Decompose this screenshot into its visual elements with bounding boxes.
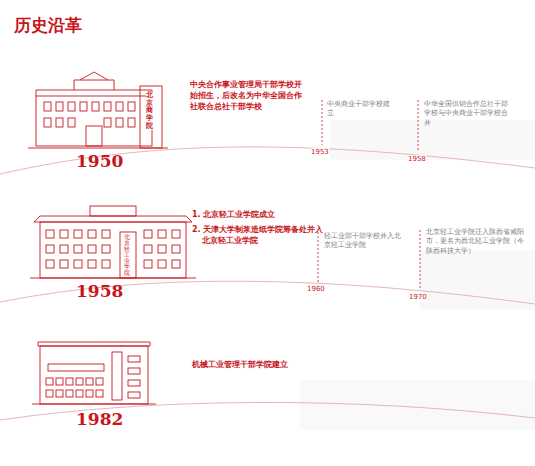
- window: [46, 378, 53, 385]
- window: [88, 245, 96, 253]
- window: [56, 390, 63, 397]
- window: [74, 245, 82, 253]
- window: [144, 260, 152, 268]
- marker-dash: [318, 100, 420, 290]
- window: [128, 356, 140, 362]
- window: [92, 102, 99, 111]
- event-description: 1. 北京轻工业学院成立: [192, 210, 275, 221]
- window: [172, 260, 180, 268]
- marker-year: 1953: [311, 148, 329, 157]
- window: [128, 380, 140, 386]
- window: [68, 102, 75, 111]
- window: [128, 392, 140, 398]
- window: [80, 102, 87, 111]
- event-note: 轻工业部干部学校并入北京轻工业学院: [324, 232, 404, 251]
- timeline-curve: [0, 147, 535, 420]
- window: [44, 102, 51, 111]
- event-note: 北京轻工业学院迁入陕西省咸阳市，更名为西北轻工业学院（今陕西科技大学）: [426, 228, 526, 256]
- window: [104, 118, 111, 127]
- page-title: 历史沿革: [14, 14, 82, 37]
- event-description: 机械工业管理干部学院建立: [192, 360, 288, 371]
- year-label: 1950: [76, 150, 123, 173]
- window: [76, 390, 83, 397]
- event-description: 中央合作事业管理局干部学校开始招生，后改名为中华全国合作社联合总社干部学校: [190, 80, 306, 112]
- window: [144, 245, 152, 253]
- window: [44, 118, 51, 127]
- window: [96, 378, 103, 385]
- window: [86, 378, 93, 385]
- window: [60, 260, 68, 268]
- marker-year: 1958: [408, 155, 426, 164]
- window: [158, 230, 166, 238]
- marker-year: 1970: [409, 293, 427, 302]
- window: [128, 118, 135, 127]
- building-1982: [32, 342, 156, 404]
- window: [74, 230, 82, 238]
- event-note: 中华全国供销合作总社干部学校与中央商业干部学校合并: [424, 100, 508, 128]
- window: [46, 390, 53, 397]
- window: [60, 230, 68, 238]
- window: [158, 260, 166, 268]
- window: [102, 260, 110, 268]
- window: [56, 102, 63, 111]
- event-note: 中央商业干部学校建立: [327, 100, 393, 119]
- window: [46, 245, 54, 253]
- window: [56, 378, 63, 385]
- year-label: 1958: [76, 280, 123, 303]
- window: [96, 390, 103, 397]
- window: [46, 260, 54, 268]
- window: [144, 230, 152, 238]
- window: [158, 245, 166, 253]
- window: [66, 378, 73, 385]
- building-1950: [28, 72, 168, 148]
- window: [172, 230, 180, 238]
- window: [68, 118, 75, 127]
- window: [102, 230, 110, 238]
- window: [88, 260, 96, 268]
- window: [172, 245, 180, 253]
- window: [86, 390, 93, 397]
- window: [46, 230, 54, 238]
- window: [128, 102, 135, 111]
- building-sign: 北京商学院: [146, 92, 153, 130]
- window: [56, 118, 63, 127]
- window: [60, 245, 68, 253]
- window: [104, 102, 111, 111]
- background-texture: [300, 120, 535, 430]
- event-description: 2. 天津大学制浆造纸学院筹备处并入北京轻工业学院: [192, 225, 328, 247]
- window: [128, 368, 140, 374]
- building-1958: [30, 206, 196, 278]
- building-sign: 北京轻工业学院: [124, 234, 130, 276]
- window: [116, 102, 123, 111]
- window: [88, 230, 96, 238]
- year-label: 1982: [76, 408, 123, 431]
- window: [102, 245, 110, 253]
- window: [116, 118, 123, 127]
- marker-year: 1960: [307, 285, 325, 294]
- window: [74, 260, 82, 268]
- window: [76, 378, 83, 385]
- window: [66, 390, 73, 397]
